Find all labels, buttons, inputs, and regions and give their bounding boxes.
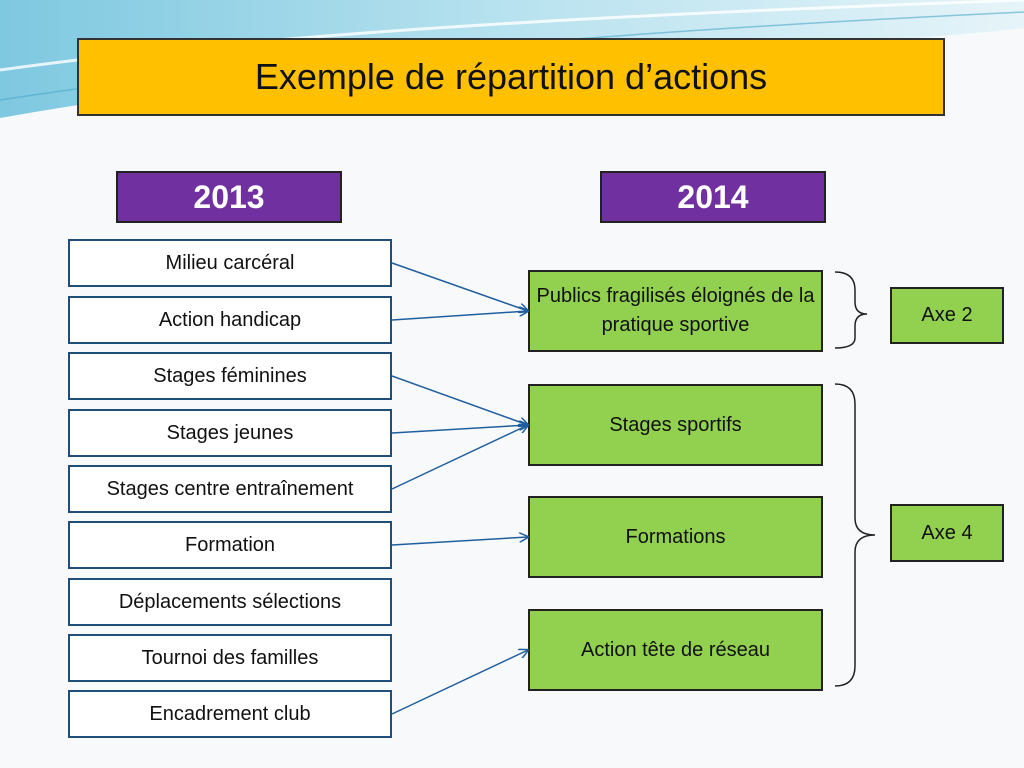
action-2013-stages-feminines: Stages féminines — [68, 352, 392, 400]
year-2013-header: 2013 — [116, 171, 342, 223]
action-2014-stages-sportifs: Stages sportifs — [528, 384, 823, 466]
action-2013-milieu-carceral: Milieu carcéral — [68, 239, 392, 287]
year-2014-header: 2014 — [600, 171, 826, 223]
action-2013-tournoi-des-familles: Tournoi des familles — [68, 634, 392, 682]
action-2013-stages-jeunes: Stages jeunes — [68, 409, 392, 457]
action-2014-publics-fragilises: Publics fragilisés éloignés de la pratiq… — [528, 270, 823, 352]
action-2014-action-tete-de-reseau: Action tête de réseau — [528, 609, 823, 691]
action-2013-stages-centre-entrainement: Stages centre entraînement — [68, 465, 392, 513]
action-2013-action-handicap: Action handicap — [68, 296, 392, 344]
page-title: Exemple de répartition d’actions — [77, 38, 945, 116]
axe-4-box: Axe 4 — [890, 504, 1004, 562]
axe-2-box: Axe 2 — [890, 287, 1004, 344]
action-2013-encadrement-club: Encadrement club — [68, 690, 392, 738]
action-2014-formations: Formations — [528, 496, 823, 578]
action-2013-formation: Formation — [68, 521, 392, 569]
action-2013-deplacements-selections: Déplacements sélections — [68, 578, 392, 626]
